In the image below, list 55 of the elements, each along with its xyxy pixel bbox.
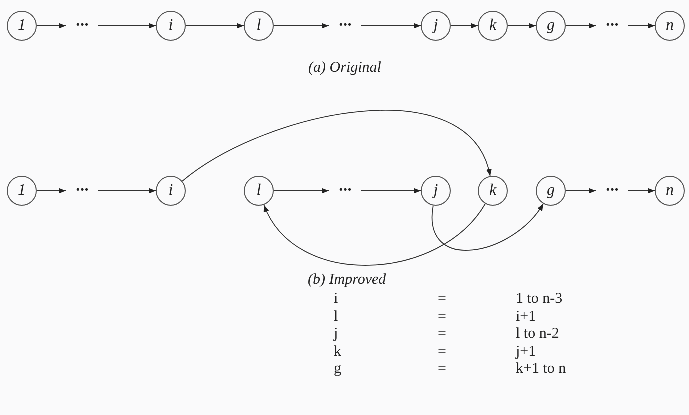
arrow	[182, 110, 491, 182]
arrow	[360, 188, 422, 194]
table-text: j	[334, 326, 338, 343]
arrow	[98, 188, 156, 194]
node-circle: j	[421, 176, 451, 206]
arrow	[628, 188, 656, 194]
node-circle: j	[421, 11, 451, 41]
table-text: =	[438, 344, 446, 360]
table-text: 1 to n-3	[516, 291, 563, 308]
arrow	[274, 188, 330, 194]
caption-text: (b) Improved	[308, 272, 386, 289]
table-text: l	[334, 308, 338, 326]
node-circle: 1	[7, 11, 37, 41]
ellipsis-text: ···	[600, 18, 624, 34]
node-circle: k	[478, 176, 508, 206]
node-circle: l	[244, 11, 274, 41]
table-text: j+1	[516, 344, 536, 360]
arrow	[264, 204, 486, 266]
arrow	[36, 188, 66, 194]
node-circle: g	[536, 176, 566, 206]
arrow	[274, 23, 330, 29]
caption-text: (a) Original	[308, 60, 382, 77]
arrow	[98, 23, 156, 29]
node-circle: 1	[7, 176, 37, 206]
ellipsis-text: ···	[333, 183, 357, 199]
arrow	[566, 23, 596, 29]
table-text: k	[334, 344, 342, 360]
table-text: g	[334, 361, 342, 378]
arrow	[508, 23, 536, 29]
table-text: k+1 to n	[516, 361, 566, 378]
table-text: i+1	[516, 308, 536, 326]
node-circle: n	[655, 176, 685, 206]
table-text: =	[438, 326, 446, 343]
node-circle: i	[156, 176, 186, 206]
arrow	[432, 204, 544, 251]
ellipsis-text: ···	[70, 183, 94, 199]
arrow	[628, 23, 656, 29]
ellipsis-text: ···	[333, 18, 357, 34]
node-circle: i	[156, 11, 186, 41]
table-text: l to n-2	[516, 326, 560, 343]
node-circle: k	[478, 11, 508, 41]
table-text: =	[438, 291, 446, 308]
arrow	[36, 23, 66, 29]
ellipsis-text: ···	[600, 183, 624, 199]
arrow	[450, 23, 478, 29]
node-circle: l	[244, 176, 274, 206]
table-text: =	[438, 308, 446, 326]
table-text: =	[438, 361, 446, 378]
arrow	[360, 23, 422, 29]
ellipsis-text: ···	[70, 18, 94, 34]
arrow	[566, 188, 596, 194]
table-text: i	[334, 291, 338, 308]
node-circle: g	[536, 11, 566, 41]
arrow	[186, 23, 244, 29]
node-circle: n	[655, 11, 685, 41]
